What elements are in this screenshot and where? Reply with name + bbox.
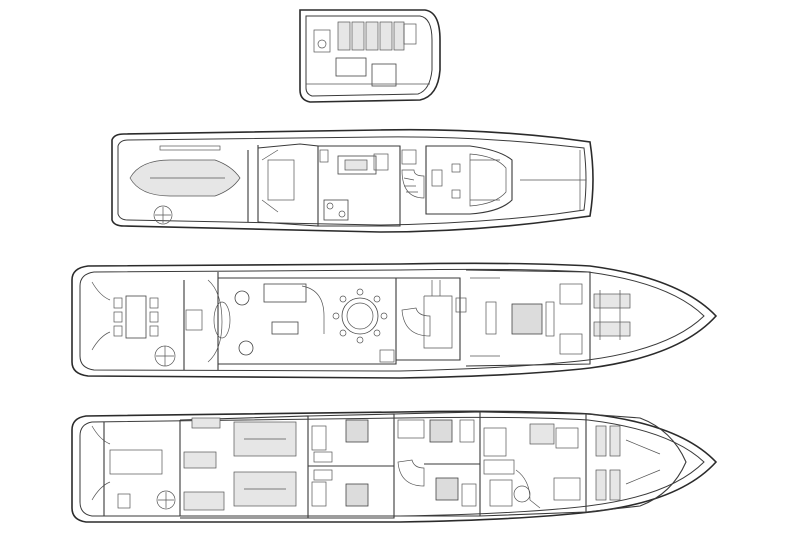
crew-bunk-1	[595, 425, 607, 457]
salon-sofa	[263, 283, 307, 303]
garage-tender	[109, 449, 163, 475]
guest-bed-aft-stbd	[345, 483, 369, 507]
aft-spiral-stair	[153, 205, 173, 225]
crew-bunk-3	[595, 469, 607, 501]
guest-bed-aft-port	[345, 419, 369, 443]
guest-bed-fwd-stbd	[435, 477, 459, 501]
main-dining-table	[341, 297, 379, 335]
bridge-deck	[111, 128, 594, 233]
sun-deck	[299, 9, 441, 103]
sun-deck-table	[335, 57, 367, 77]
crew-mess	[529, 423, 555, 445]
lower-stair	[397, 459, 425, 487]
salon-table-aft	[234, 290, 250, 306]
lower-deck	[71, 410, 718, 523]
fore-sunpad-upper	[593, 293, 631, 309]
sun-deck-bar	[371, 63, 397, 87]
crew-bunk-2	[609, 425, 621, 457]
fore-sunpad-lower	[593, 321, 631, 337]
bridge-stair	[401, 169, 425, 199]
guest-bed-fwd-port	[429, 419, 453, 443]
skylounge-game-table	[323, 199, 349, 221]
crew-bunk-4	[609, 469, 621, 501]
aft-deck-dining-table	[125, 295, 147, 339]
salon-table-fwd	[238, 340, 254, 356]
master-bed	[511, 303, 543, 335]
salon-coffee-table	[271, 321, 299, 335]
sun-loungers	[337, 21, 405, 51]
main-deck	[71, 262, 718, 379]
lower-aft-spiral-stair	[156, 490, 176, 510]
main-stair	[401, 307, 431, 337]
